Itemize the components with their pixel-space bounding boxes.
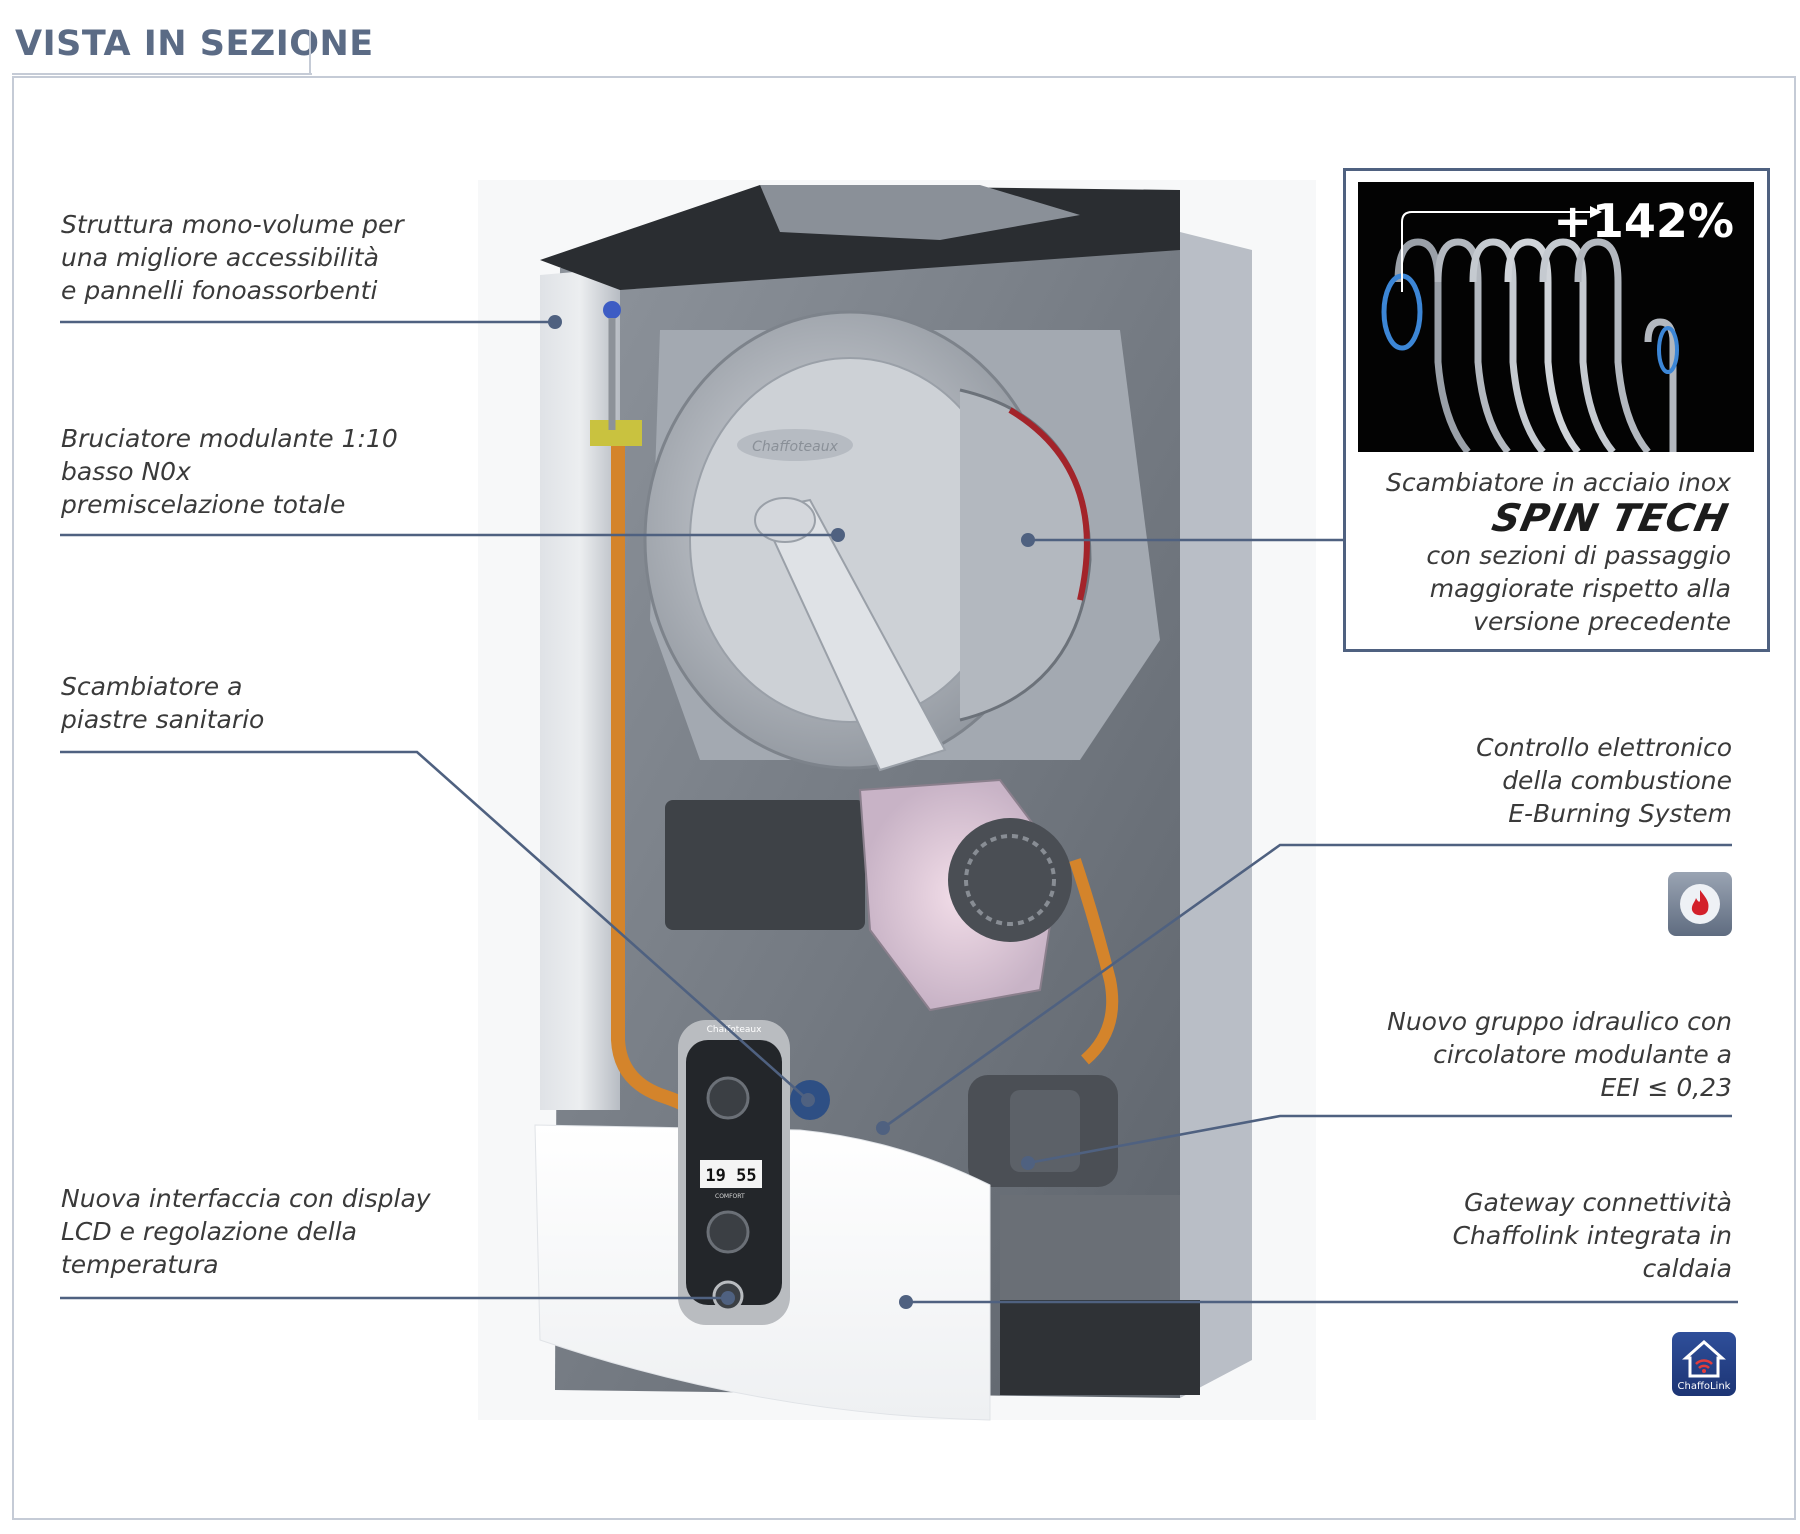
hydraulic-block [1000, 1195, 1180, 1300]
line-controllo [882, 843, 1732, 1130]
callout-scambiatore-inox-line3: maggiorate rispetto alla [1429, 574, 1731, 603]
siphon-box [665, 800, 865, 930]
small-section-highlight [1657, 326, 1679, 374]
callout-bruciatore: Bruciatore modulante 1:10 basso N0x prem… [61, 422, 398, 521]
callout-scambiatore-inox-detail: con sezioni di passaggio maggiorate risp… [1426, 539, 1731, 638]
pipe-clamp [590, 420, 642, 446]
callout-controllo-line2: della combustione [1502, 766, 1732, 795]
flame-icon [1680, 884, 1720, 924]
callout-struttura-line3: e pannelli fonoassorbenti [61, 276, 378, 305]
callout-controllo-line1: Controllo elettronico [1476, 733, 1732, 762]
lcd-value: 19 55 [705, 1166, 756, 1186]
callout-interfaccia: Nuova interfaccia con display LCD e rego… [61, 1182, 431, 1281]
top-vent [760, 185, 1080, 240]
callout-gateway-line1: Gateway connettività [1464, 1188, 1732, 1217]
percent-arrowhead [1590, 206, 1602, 218]
callout-gateway-line2: Chaffolink integrata in [1452, 1221, 1732, 1250]
callout-gruppo-idraulico-line2: circolatore modulante a [1433, 1040, 1732, 1069]
callout-interfaccia-line2: LCD e regolazione della [61, 1217, 357, 1246]
left-casing [540, 268, 620, 1110]
dot-interfaccia [721, 1291, 735, 1305]
fan-grill [964, 834, 1056, 926]
callout-interfaccia-line1: Nuova interfaccia con display [61, 1184, 431, 1213]
chaffolink-label: ChaffoLink [1677, 1381, 1731, 1392]
callout-bruciatore-line3: premiscelazione totale [61, 490, 346, 519]
spin-tech-logo: SPIN TECH [1488, 496, 1733, 540]
heat-exchanger-coil [1008, 407, 1090, 601]
callout-struttura-line1: Struttura mono-volume per [61, 210, 404, 239]
burner-logo-plate [737, 429, 853, 461]
lcd-display [700, 1160, 762, 1188]
callout-scambiatore-inox-line1: Scambiatore in acciaio inox [1385, 468, 1731, 497]
callout-gateway: Gateway connettività Chaffolink integrat… [1453, 1186, 1732, 1285]
side-casing [1180, 232, 1252, 1398]
water-pipe [1069, 858, 1119, 1065]
control-panel-logo: Chaffoteaux [707, 1025, 762, 1035]
callout-gruppo-idraulico-line1: Nuovo gruppo idraulico con [1387, 1007, 1732, 1036]
callout-scambiatore-piastre-line1: Scambiatore a [61, 672, 243, 701]
dot-bruciatore [831, 528, 845, 542]
callout-lines [60, 315, 1738, 1309]
diagram-frame [12, 76, 1796, 1520]
callout-gruppo-idraulico: Nuovo gruppo idraulico con circolatore m… [1387, 1005, 1732, 1104]
callout-gruppo-idraulico-line3: EEI ≤ 0,23 [1600, 1073, 1732, 1102]
callout-gateway-line3: caldaia [1642, 1254, 1732, 1283]
page-title: VISTA IN SEZIONE [15, 24, 374, 64]
callout-scambiatore-piastre: Scambiatore a piastre sanitario [61, 670, 264, 736]
title-underline [12, 73, 312, 75]
callout-controllo: Controllo elettronico della combustione … [1476, 731, 1732, 830]
callout-scambiatore-inox: Scambiatore in acciaio inox [1386, 466, 1731, 499]
percent-arrow [1401, 211, 1590, 292]
dot-struttura [548, 315, 562, 329]
tubes [1394, 238, 1677, 452]
flame-badge [1668, 872, 1732, 936]
tubes-illustration [1381, 206, 1679, 452]
line-gruppo-idraulico [1027, 1114, 1732, 1165]
callout-interfaccia-line3: temperatura [61, 1250, 219, 1279]
dot-scambiatore-inox [1021, 533, 1035, 547]
percent-label: +142% [1553, 194, 1734, 248]
chaffolink-badge: ChaffoLink [1672, 1332, 1736, 1396]
line-scambiatore-piastre [60, 750, 809, 1101]
lcd-mode: COMFORT [715, 1193, 745, 1200]
dot-scambiatore-piastre [801, 1093, 815, 1107]
title-divider [309, 30, 311, 74]
callout-struttura-line2: una migliore accessibilità [61, 243, 379, 272]
burner-hub [754, 497, 816, 543]
top-knob[interactable] [706, 1076, 750, 1120]
callout-controllo-line3: E-Burning System [1508, 799, 1732, 828]
callout-scambiatore-inox-line2: con sezioni di passaggio [1426, 541, 1731, 570]
bottom-connections [1000, 1300, 1200, 1395]
dot-gruppo-idraulico [1021, 1156, 1035, 1170]
burner-logo: Chaffoteaux [752, 439, 838, 455]
callout-scambiatore-piastre-line2: piastre sanitario [61, 705, 265, 734]
pump-motor [1010, 1090, 1080, 1172]
callout-struttura: Struttura mono-volume per una migliore a… [61, 208, 404, 307]
bottom-knob[interactable] [706, 1210, 750, 1254]
dot-controllo [876, 1121, 890, 1135]
bleed-valve [603, 301, 621, 319]
callout-bruciatore-line2: basso N0x [61, 457, 191, 486]
dot-gateway [899, 1295, 913, 1309]
callout-bruciatore-line1: Bruciatore modulante 1:10 [61, 424, 398, 453]
house-wifi-icon [1682, 1339, 1726, 1378]
callout-scambiatore-inox-line4: versione precedente [1473, 607, 1731, 636]
inset-image: +142% [1358, 182, 1754, 452]
